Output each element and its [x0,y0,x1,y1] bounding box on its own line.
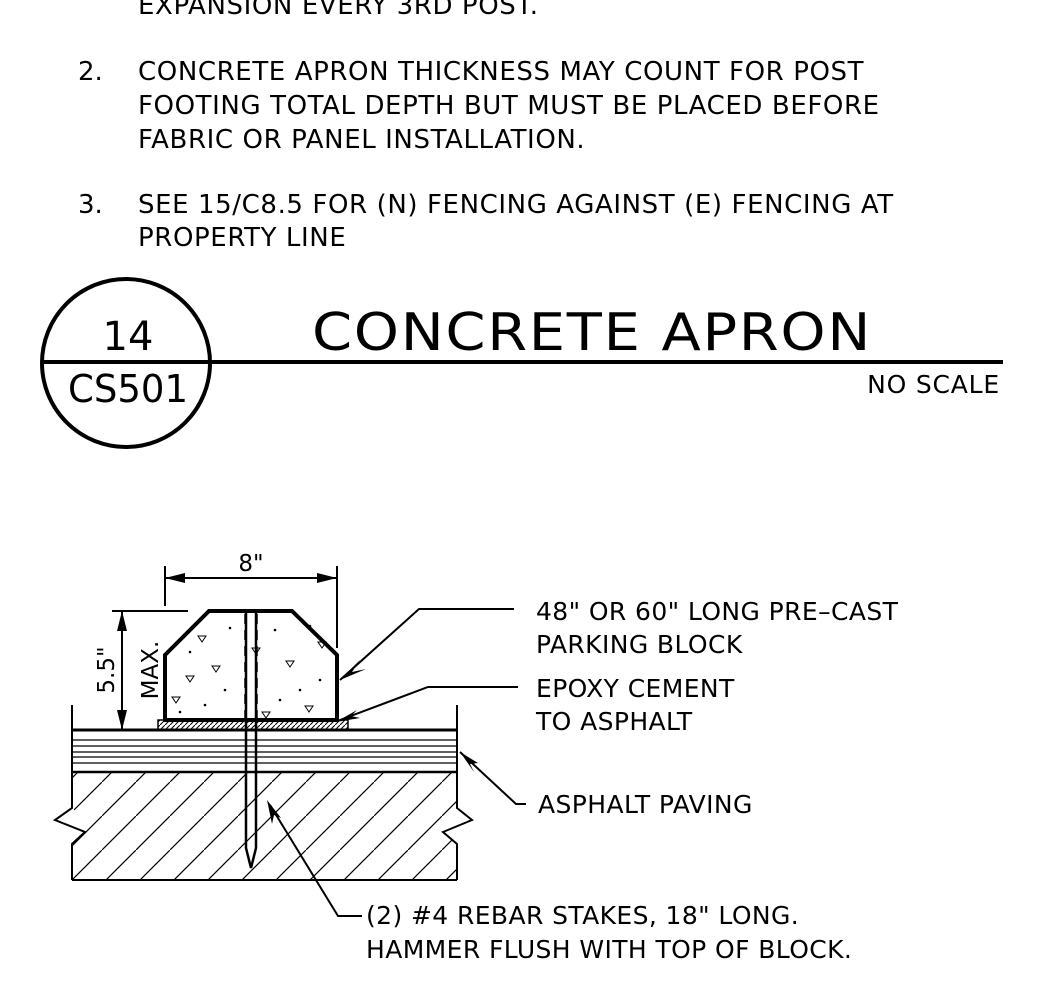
leader-arrow-parking-block [340,660,366,680]
detail-scale-label: NO SCALE [867,370,1000,399]
section-drawing: 8" 5.5" MAX. 48" OR 60" LONG PRE–CAST PA… [52,551,899,964]
leader-arrow-epoxy [336,710,360,722]
note-2-line-3: FABRIC OR PANEL INSTALLATION. [138,125,585,155]
aggregate-dot [223,688,227,692]
rebar-stake-outline [244,611,258,869]
subgrade-right-break [441,772,474,880]
aggregate-dot [203,703,207,707]
height-arrow-bottom [117,710,127,730]
aggregate-triangle [261,711,271,719]
subgrade-left-break [52,772,87,880]
aggregate-dot [178,710,182,714]
aggregate-triangle [285,660,295,668]
aggregate-triangle [185,675,195,683]
width-arrow-right [317,573,337,583]
callout-rebar-line-2: HAMMER FLUSH WITH TOP OF BLOCK. [366,935,852,964]
aggregate-dot [318,678,322,682]
callout-rebar: (2) #4 REBAR STAKES, 18" LONG. HAMMER FL… [267,800,852,964]
note-3-line-2: PROPERTY LINE [138,223,346,253]
aggregate-triangle [171,696,181,704]
detail-title: CONCRETE APRON [312,303,872,363]
note-3-number: 3. [78,190,103,220]
callout-rebar-line-1: (2) #4 REBAR STAKES, 18" LONG. [366,901,799,930]
height-dimension-text: 5.5" [94,646,120,693]
asphalt-paving [71,705,458,774]
leader-arrow-asphalt [460,752,478,772]
callout-epoxy-line-2: TO ASPHALT [535,707,693,736]
width-dimension: 8" [164,551,338,648]
subgrade-hatch [55,772,472,880]
leader-asphalt [459,751,526,805]
parking-block-outline [163,609,339,722]
note-1-continued-text: EXPANSION EVERY 3RD POST. [138,0,539,21]
callout-epoxy: EPOXY CEMENT TO ASPHALT [336,674,735,736]
callout-epoxy-line-1: EPOXY CEMENT [536,674,735,703]
aggregate-dot [273,628,277,632]
general-notes: EXPANSION EVERY 3RD POST. 2. CONCRETE AP… [78,0,894,253]
height-arrow-top [117,611,127,631]
concrete-aggregate-dots [178,624,322,714]
aggregate-dot [188,650,192,654]
callout-parking-block-line-2: PARKING BLOCK [536,630,743,659]
height-qualifier-text: MAX. [138,641,164,700]
aggregate-dot [228,626,232,630]
note-2-number: 2. [78,57,103,87]
aggregate-triangle [211,665,221,673]
width-arrow-left [165,573,185,583]
aggregate-dot [308,624,312,628]
note-3-line-1: SEE 15/C8.5 FOR (N) FENCING AGAINST (E) … [138,190,894,220]
leader-epoxy [339,686,518,721]
aggregate-triangle [317,641,327,649]
subgrade [52,772,474,881]
parking-block [163,609,339,722]
callout-parking-block: 48" OR 60" LONG PRE–CAST PARKING BLOCK [339,597,899,681]
callout-parking-block-line-1: 48" OR 60" LONG PRE–CAST [536,597,899,626]
callout-asphalt: ASPHALT PAVING [459,751,753,819]
detail-title-block: 14 CS501 CONCRETE APRON NO SCALE [40,277,1003,449]
note-2-line-2: FOOTING TOTAL DEPTH BUT MUST BE PLACED B… [138,91,880,121]
aggregate-triangle [197,635,207,643]
width-dimension-text: 8" [238,551,263,577]
height-dimension: 5.5" MAX. [94,610,188,730]
aggregate-triangle [304,705,314,713]
note-2-line-1: CONCRETE APRON THICKNESS MAY COUNT FOR P… [138,57,864,87]
aggregate-dot [298,688,302,692]
leader-arrow-rebar [267,800,281,824]
callout-asphalt-text: ASPHALT PAVING [538,790,753,819]
rebar-stake [244,611,258,869]
concrete-aggregate-marks [171,635,327,719]
detail-number: 14 [103,314,154,360]
leader-parking-block [339,608,514,681]
aggregate-dot [278,698,282,702]
detail-sheet-number: CS501 [68,367,188,411]
leader-rebar [269,804,362,917]
